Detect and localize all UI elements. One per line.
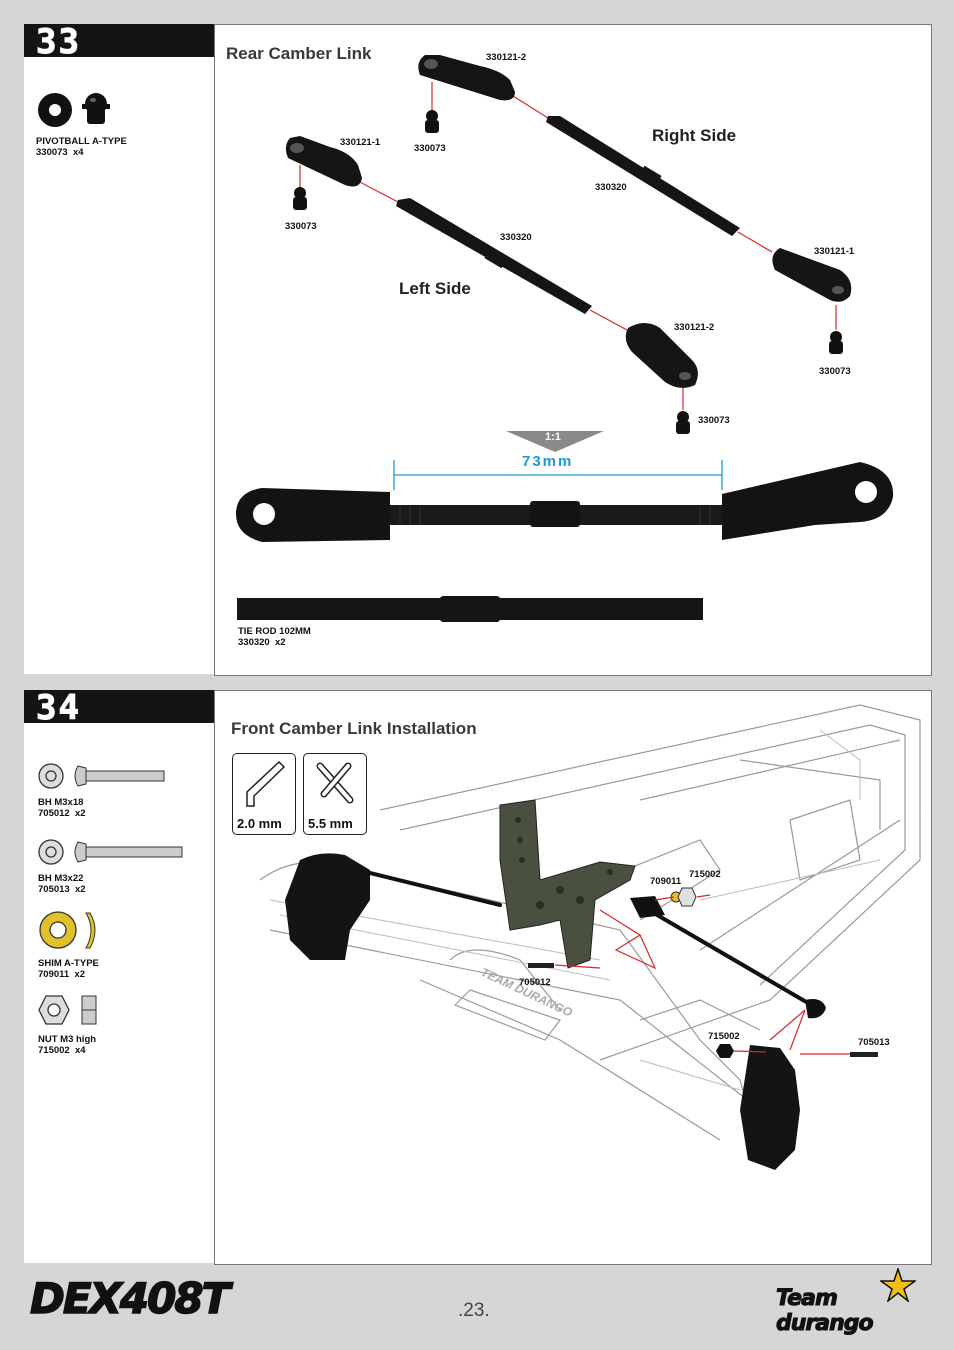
code-label: 330121-2 — [674, 322, 715, 333]
right-side-label: Right Side — [652, 126, 737, 145]
tie-rod — [237, 596, 703, 622]
nut-part — [716, 1044, 734, 1058]
shock-tower — [499, 799, 636, 969]
pivotball-parts — [293, 110, 843, 434]
screw-part — [850, 1052, 878, 1057]
code-label: 330121-1 — [814, 246, 855, 257]
page-number: .23. — [458, 1300, 490, 1321]
code-label: 330073 — [285, 221, 317, 232]
callout-715002: 715002 — [708, 1031, 740, 1042]
part-label-nut: NUT M3 high 715002 x4 — [38, 1034, 97, 1056]
code-label: 330073 — [414, 143, 446, 154]
full-scale-link — [236, 462, 894, 542]
pivotball-icon — [38, 93, 110, 127]
cross-wrench-icon — [316, 762, 354, 804]
tool-hex-key: 2.0 mm — [232, 753, 296, 835]
tool-cross-wrench: 5.5 mm — [303, 753, 367, 835]
scale-marker — [506, 431, 604, 452]
link-end — [630, 896, 665, 918]
code-label: 330073 — [819, 366, 851, 377]
red-guide-lines — [299, 82, 837, 410]
part-label-shim: SHIM A-TYPE 709011 x2 — [38, 958, 99, 980]
part-label-tie-rod: TIE ROD 102MM 330320 x2 — [238, 626, 311, 648]
rear-camber-link-diagram — [236, 55, 894, 622]
callout-715002: 715002 — [689, 869, 721, 880]
step-number: 34 — [36, 688, 81, 729]
shim-icon — [39, 911, 96, 949]
callout-709011: 709011 — [650, 876, 682, 887]
tool-label: 2.0 mm — [237, 816, 282, 831]
step33-title: Rear Camber Link — [226, 44, 372, 63]
camber-links — [368, 871, 822, 1012]
thread-marks — [399, 505, 711, 525]
code-label: 330073 — [698, 415, 730, 426]
part-label-bh-m3x22: BH M3x22 705013 x2 — [38, 873, 86, 895]
right-side-link — [418, 55, 852, 302]
nut-icon — [38, 995, 97, 1025]
step33-sidebar — [24, 24, 215, 674]
part-label-pivotball: PIVOTBALL A-TYPE 330073 x4 — [36, 136, 127, 158]
left-hub-carrier — [285, 853, 370, 960]
scale-label: 1:1 — [545, 431, 561, 443]
hex-key-icon — [246, 760, 286, 807]
dimension-line — [393, 460, 723, 490]
step34-header: 34 — [24, 688, 214, 729]
left-side-label: Left Side — [399, 279, 471, 298]
button-head-screw-icon — [38, 763, 165, 789]
team-durango-logo: Team durango — [776, 1268, 932, 1337]
brand-text: Team durango — [776, 1286, 875, 1337]
tool-label: 5.5 mm — [308, 816, 353, 831]
right-hub-carrier — [740, 1045, 800, 1170]
button-head-screw-icon — [38, 839, 183, 865]
dimension-label: 73mm — [522, 453, 574, 470]
step-number: 33 — [36, 22, 81, 63]
chassis-outline — [259, 704, 921, 1151]
left-side-link — [285, 136, 698, 388]
dex408t-logo: DEX408T — [29, 1272, 231, 1326]
part-label-bh-m3x18: BH M3x18 705012 x2 — [38, 797, 86, 819]
code-label: 330320 — [500, 232, 532, 243]
shock-tower-holes — [515, 817, 613, 909]
code-label: 330320 — [595, 182, 627, 193]
callout-705012: 705012 — [519, 977, 551, 988]
code-label: 330121-1 — [340, 137, 381, 148]
step33-header: 33 — [24, 22, 214, 63]
callout-705013: 705013 — [858, 1037, 890, 1048]
red-guide-lines — [554, 894, 850, 1055]
nut-part — [677, 887, 697, 907]
link-end — [805, 999, 826, 1019]
step34-title: Front Camber Link Installation — [231, 719, 477, 738]
star-icon — [880, 1268, 916, 1302]
code-label: 330121-2 — [486, 52, 527, 63]
logo-text: DEX408T — [29, 1273, 231, 1324]
screw-part — [528, 963, 554, 968]
